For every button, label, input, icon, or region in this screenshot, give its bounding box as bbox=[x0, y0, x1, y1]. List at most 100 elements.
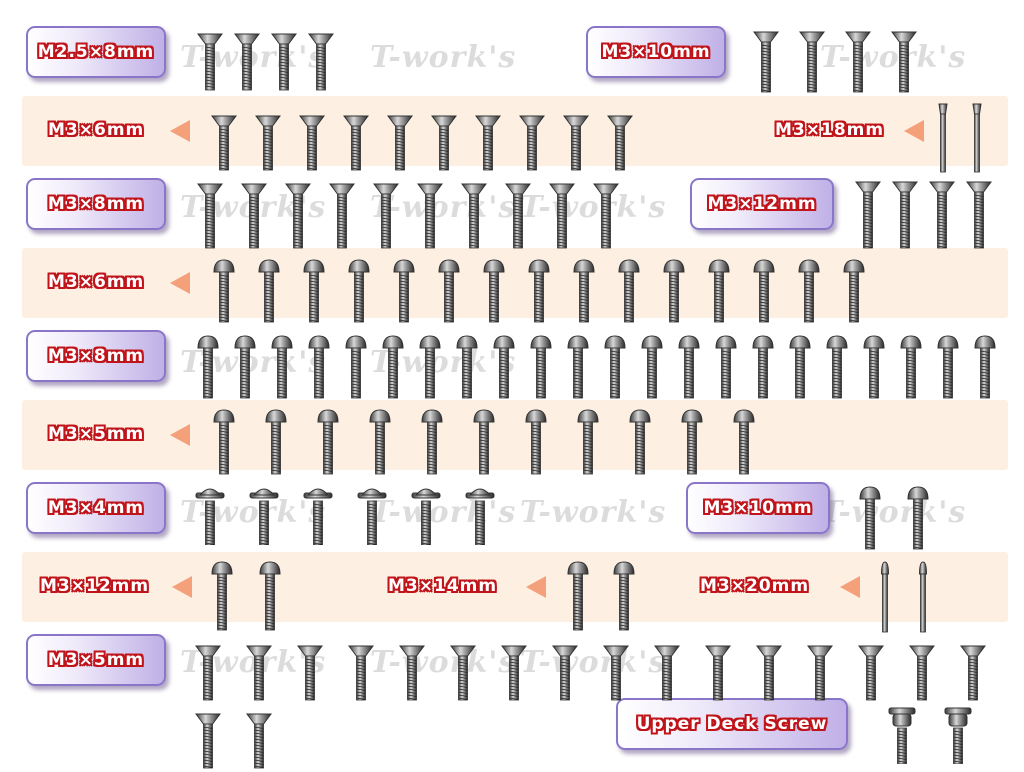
label-text: M3×10mm bbox=[703, 498, 813, 518]
screw-icon bbox=[259, 561, 281, 631]
screw-icon bbox=[411, 488, 441, 545]
screw-icon bbox=[708, 259, 730, 323]
screw-icon bbox=[966, 181, 992, 249]
label-m3x12-flat: M3×12mm bbox=[690, 178, 834, 230]
screw-icon bbox=[431, 115, 457, 171]
screw-icon bbox=[246, 645, 272, 701]
label-text: M3×5mm bbox=[47, 650, 145, 670]
screw-icon bbox=[530, 335, 552, 399]
screw-icon bbox=[929, 181, 955, 249]
screw-icon bbox=[552, 645, 578, 701]
label-m3x20: M3×20mm bbox=[700, 576, 810, 596]
label-m3x8-button: M3×8mm bbox=[26, 330, 166, 382]
label-text: Upper Deck Screw bbox=[636, 714, 828, 734]
screw-icon bbox=[753, 259, 775, 323]
screw-icon bbox=[826, 335, 848, 399]
label-upper-deck-screw: Upper Deck Screw bbox=[616, 698, 848, 750]
screw-icon bbox=[438, 259, 460, 323]
screw-icon bbox=[519, 115, 545, 171]
screw-icon bbox=[563, 115, 589, 171]
label-m3x4: M3×4mm bbox=[26, 482, 166, 534]
screw-icon bbox=[450, 645, 476, 701]
label-text: M3×10mm bbox=[601, 42, 711, 62]
screw-icon bbox=[577, 409, 599, 475]
screw-icon bbox=[299, 115, 325, 171]
screw-icon bbox=[195, 713, 221, 769]
watermark: T-work's bbox=[180, 495, 327, 530]
watermark: T-work's bbox=[370, 645, 517, 680]
watermark: T-work's bbox=[520, 495, 667, 530]
screw-icon bbox=[329, 183, 355, 249]
screw-icon bbox=[211, 115, 237, 171]
screw-icon bbox=[855, 181, 881, 249]
screw-icon bbox=[234, 33, 260, 91]
arrow-icon bbox=[840, 576, 860, 598]
watermark: T-work's bbox=[820, 495, 967, 530]
label-text: M2.5×8mm bbox=[37, 42, 155, 62]
arrow-icon bbox=[170, 424, 190, 446]
arrow-icon bbox=[170, 272, 190, 294]
label-m3x18: M3×18mm bbox=[775, 120, 885, 140]
screw-icon bbox=[960, 645, 986, 701]
screw-icon bbox=[641, 335, 663, 399]
screw-icon bbox=[678, 335, 700, 399]
screw-icon bbox=[681, 409, 703, 475]
screw-icon bbox=[197, 183, 223, 249]
screw-icon bbox=[357, 488, 387, 545]
screw-icon bbox=[807, 645, 833, 701]
screw-icon bbox=[880, 561, 890, 633]
screw-icon bbox=[573, 259, 595, 323]
label-m3x6-flat: M3×6mm bbox=[48, 120, 145, 140]
label-text: M3×4mm bbox=[47, 498, 145, 518]
screw-icon bbox=[461, 183, 487, 249]
screw-icon bbox=[271, 33, 297, 91]
watermark: T-work's bbox=[820, 40, 967, 75]
screw-icon bbox=[604, 335, 626, 399]
screw-icon bbox=[271, 335, 293, 399]
screw-icon bbox=[211, 561, 233, 631]
screw-icon bbox=[475, 115, 501, 171]
screw-icon bbox=[528, 259, 550, 323]
label-m3x14: M3×14mm bbox=[388, 576, 498, 596]
label-m3x6-button: M3×6mm bbox=[48, 272, 145, 292]
arrow-icon bbox=[170, 120, 190, 142]
screw-icon bbox=[234, 335, 256, 399]
screw-icon bbox=[265, 409, 287, 475]
screw-icon bbox=[348, 259, 370, 323]
screw-icon bbox=[297, 645, 323, 701]
screw-icon bbox=[213, 409, 235, 475]
screw-icon bbox=[974, 335, 996, 399]
screw-icon bbox=[654, 645, 680, 701]
screw-icon bbox=[249, 488, 279, 545]
screw-icon bbox=[629, 409, 651, 475]
screw-icon bbox=[308, 335, 330, 399]
screw-icon bbox=[473, 409, 495, 475]
screw-icon bbox=[845, 31, 871, 93]
screw-icon bbox=[246, 713, 272, 769]
label-text: M3×12mm bbox=[707, 194, 817, 214]
screw-icon bbox=[618, 259, 640, 323]
watermark: T-work's bbox=[370, 495, 517, 530]
screw-icon bbox=[285, 183, 311, 249]
screw-icon bbox=[345, 335, 367, 399]
label-text: M3×8mm bbox=[47, 346, 145, 366]
screw-icon bbox=[308, 33, 334, 91]
screw-icon bbox=[603, 645, 629, 701]
label-m3x8-flat: M3×8mm bbox=[26, 178, 166, 230]
screw-icon bbox=[258, 259, 280, 323]
screw-icon bbox=[525, 409, 547, 475]
screw-icon bbox=[900, 335, 922, 399]
screw-icon bbox=[607, 115, 633, 171]
screw-icon bbox=[369, 409, 391, 475]
screw-icon bbox=[907, 486, 929, 550]
label-m25x8: M2.5×8mm bbox=[26, 26, 166, 78]
screw-icon bbox=[938, 103, 948, 173]
screw-icon bbox=[567, 561, 589, 631]
screw-icon bbox=[663, 259, 685, 323]
arrow-icon bbox=[904, 120, 924, 142]
screw-icon bbox=[705, 645, 731, 701]
screw-icon bbox=[317, 409, 339, 475]
screw-icon bbox=[549, 183, 575, 249]
screw-icon bbox=[593, 183, 619, 249]
